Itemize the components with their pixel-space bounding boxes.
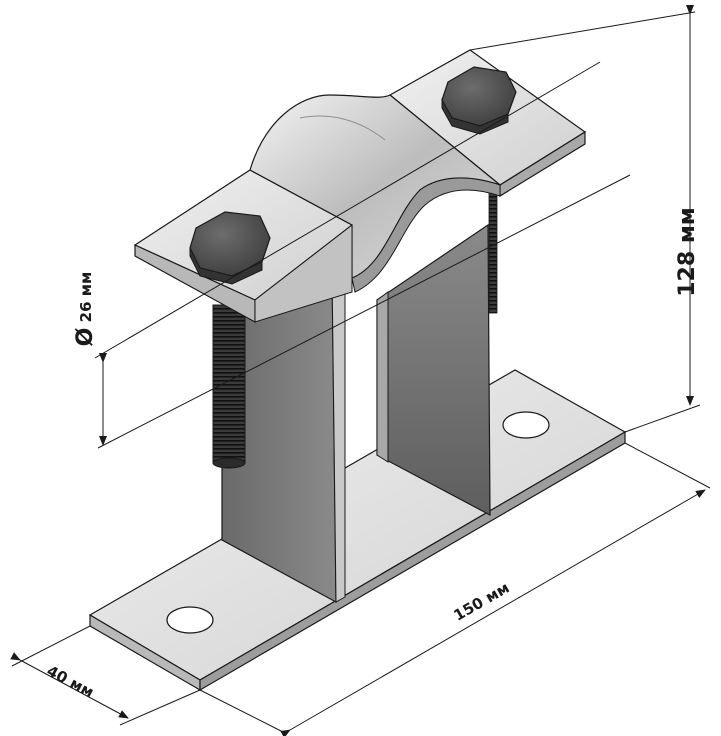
rear-bolt-thread (488, 184, 498, 314)
width-label: 40 мм (44, 662, 97, 702)
diameter-symbol: Ø (73, 327, 98, 346)
dimension-lines (10, 5, 711, 736)
mounting-hole-left (166, 606, 214, 634)
length-label: 150 мм (451, 579, 513, 625)
front-bolt-thread (212, 304, 246, 469)
length-dimension-line (280, 489, 706, 736)
mounting-hole-right (502, 411, 550, 439)
base-plate (88, 369, 627, 692)
height-label: 128 мм (675, 207, 700, 297)
clamp-band (133, 49, 587, 324)
diameter-value: 26 мм (77, 272, 95, 323)
width-dimension-line (10, 652, 129, 719)
bolt-head-front (189, 211, 271, 285)
diameter-label: Ø 26 мм (73, 272, 98, 347)
